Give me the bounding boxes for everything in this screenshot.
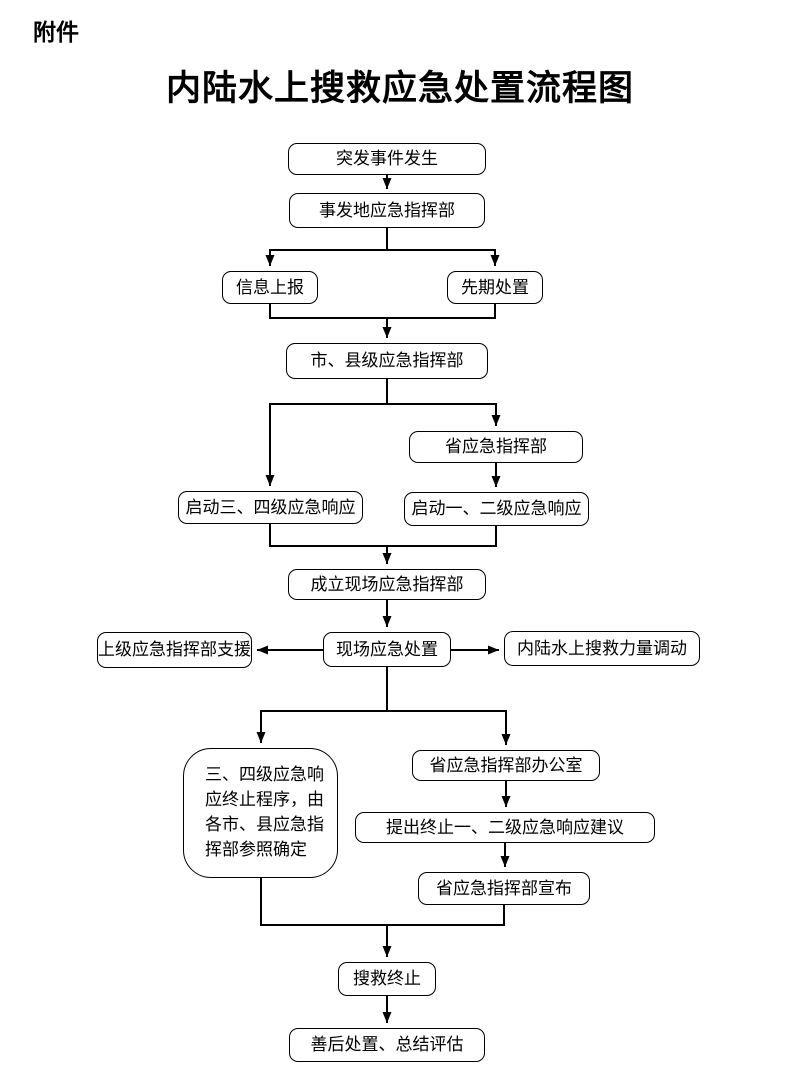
node-rescue-end: 搜救终止 (338, 962, 436, 996)
node-incident: 突发事件发生 (288, 143, 486, 175)
node-level34-termination: 三、四级应急响 应终止程序，由 各市、县应急指 挥部参照确定 (183, 748, 338, 878)
page-title: 内陆水上搜救应急处置流程图 (165, 69, 634, 108)
node-onsite-hq-establish: 成立现场应急指挥部 (288, 569, 486, 600)
node-start-level34: 启动三、四级应急响应 (178, 491, 363, 524)
node-provincial-office: 省应急指挥部办公室 (412, 750, 600, 781)
node-info-report: 信息上报 (222, 271, 318, 304)
node-provincial-hq: 省应急指挥部 (409, 431, 583, 463)
node-provincial-announce: 省应急指挥部宣布 (418, 872, 590, 905)
node-city-county-hq: 市、县级应急指挥部 (286, 343, 488, 379)
node-superior-support: 上级应急指挥部支援 (97, 632, 252, 668)
node-termination-proposal: 提出终止一、二级应急响应建议 (355, 812, 655, 843)
node-onsite-handling: 现场应急处置 (323, 632, 451, 667)
node-rescue-mobilization: 内陆水上搜救力量调动 (504, 631, 700, 666)
attachment-label: 附件 (33, 19, 79, 45)
node-local-hq: 事发地应急指挥部 (289, 193, 485, 228)
node-start-level12: 启动一、二级应急响应 (404, 492, 589, 526)
node-aftermath: 善后处置、总结评估 (289, 1028, 485, 1062)
node-initial-response: 先期处置 (447, 271, 543, 304)
